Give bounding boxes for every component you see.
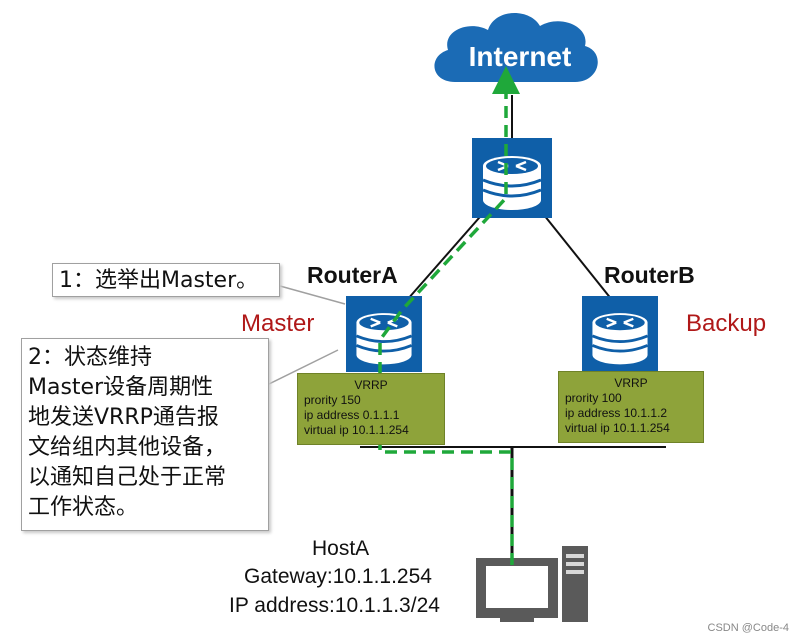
vrrp-header: VRRP bbox=[614, 376, 648, 390]
callout-state-maintain: 2：状态维持 Master设备周期性 地发送VRRP通告报 文给组内其他设备， … bbox=[21, 338, 269, 531]
vrrp-virtual-ip: virtual ip 10.1.1.254 bbox=[304, 423, 409, 437]
vrrp-ip-address: ip address 10.1.1.2 bbox=[565, 406, 668, 420]
vrrp-priority: prority 150 bbox=[304, 393, 361, 407]
vrrp-priority: prority 100 bbox=[565, 391, 622, 405]
core-router-icon bbox=[472, 138, 552, 218]
vrrp-header: VRRP bbox=[354, 378, 388, 392]
callout-elect-master: 1：选举出Master。 bbox=[52, 263, 280, 297]
internet-label: Internet bbox=[469, 41, 572, 72]
routerA-vrrp-box: VRRP prority 150 ip address 0.1.1.1 virt… bbox=[297, 373, 445, 445]
host-ip-address: IP address:10.1.1.3/24 bbox=[229, 594, 440, 617]
routerB-vrrp-box: VRRP prority 100 ip address 10.1.1.2 vir… bbox=[558, 371, 704, 443]
routerA-name: RouterA bbox=[307, 262, 398, 288]
link-core-routerB bbox=[539, 209, 613, 301]
watermark: CSDN @Code-4 bbox=[707, 622, 789, 634]
callout2-pointer bbox=[268, 349, 339, 385]
link-core-routerA bbox=[406, 209, 487, 301]
routerB-icon bbox=[580, 296, 660, 372]
host-gateway: Gateway:10.1.1.254 bbox=[244, 565, 432, 588]
routerB-name: RouterB bbox=[604, 262, 695, 288]
pc-icon bbox=[476, 546, 588, 622]
routerB-role: Backup bbox=[686, 310, 767, 337]
callout1-pointer bbox=[279, 285, 346, 305]
routerA-role: Master bbox=[241, 310, 315, 337]
cloud-icon bbox=[434, 12, 598, 83]
host-name: HostA bbox=[312, 537, 370, 560]
vrrp-ip-address: ip address 0.1.1.1 bbox=[304, 408, 400, 422]
vrrp-virtual-ip: virtual ip 10.1.1.254 bbox=[565, 421, 670, 435]
